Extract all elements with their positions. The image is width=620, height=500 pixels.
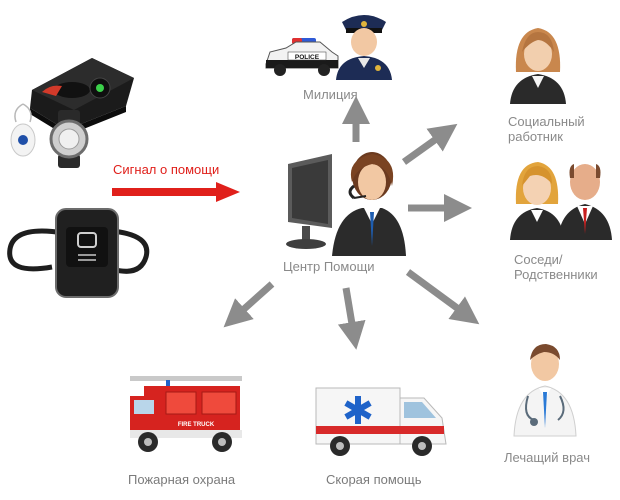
ambulance-label: Скорая помощь bbox=[326, 472, 422, 487]
doctor-label: Лечащий врач bbox=[504, 450, 591, 465]
doctor-icon bbox=[513, 344, 577, 437]
arrow-to-doctor bbox=[405, 269, 480, 325]
social-worker-label-line2: работник bbox=[508, 129, 563, 144]
fire-label: Пожарная охрана bbox=[128, 472, 236, 487]
ambulance-icon bbox=[315, 387, 447, 456]
signal-arrow bbox=[112, 182, 240, 202]
neighbors-man-icon bbox=[558, 164, 612, 240]
operator-workstation-icon bbox=[286, 152, 406, 256]
arrow-to-ambulance bbox=[337, 287, 366, 350]
social-worker-icon bbox=[510, 28, 566, 104]
police-car-icon: POLICE bbox=[265, 38, 339, 76]
police-label: Милиция bbox=[303, 87, 358, 102]
fire-truck-icon: FIRE TRUCK bbox=[130, 376, 242, 452]
center-label: Центр Помощи bbox=[283, 259, 375, 274]
signal-label: Сигнал о помощи bbox=[113, 162, 220, 177]
arrow-to-social-worker bbox=[401, 123, 458, 165]
neighbors-label-line2: Родственники bbox=[514, 267, 598, 282]
wrist-button-device bbox=[49, 110, 89, 168]
arrow-to-fire bbox=[223, 281, 275, 328]
police-car-text: POLICE bbox=[295, 54, 320, 61]
gsm-alarm-device bbox=[7, 208, 150, 298]
neighbors-woman-icon bbox=[510, 162, 564, 240]
neighbors-label-line1: Соседи/ bbox=[514, 252, 563, 267]
social-worker-label-line1: Социальный bbox=[508, 114, 585, 129]
fire-truck-text: FIRE TRUCK bbox=[178, 422, 215, 428]
pendant-button-device bbox=[10, 103, 36, 157]
police-officer-icon bbox=[336, 15, 392, 80]
